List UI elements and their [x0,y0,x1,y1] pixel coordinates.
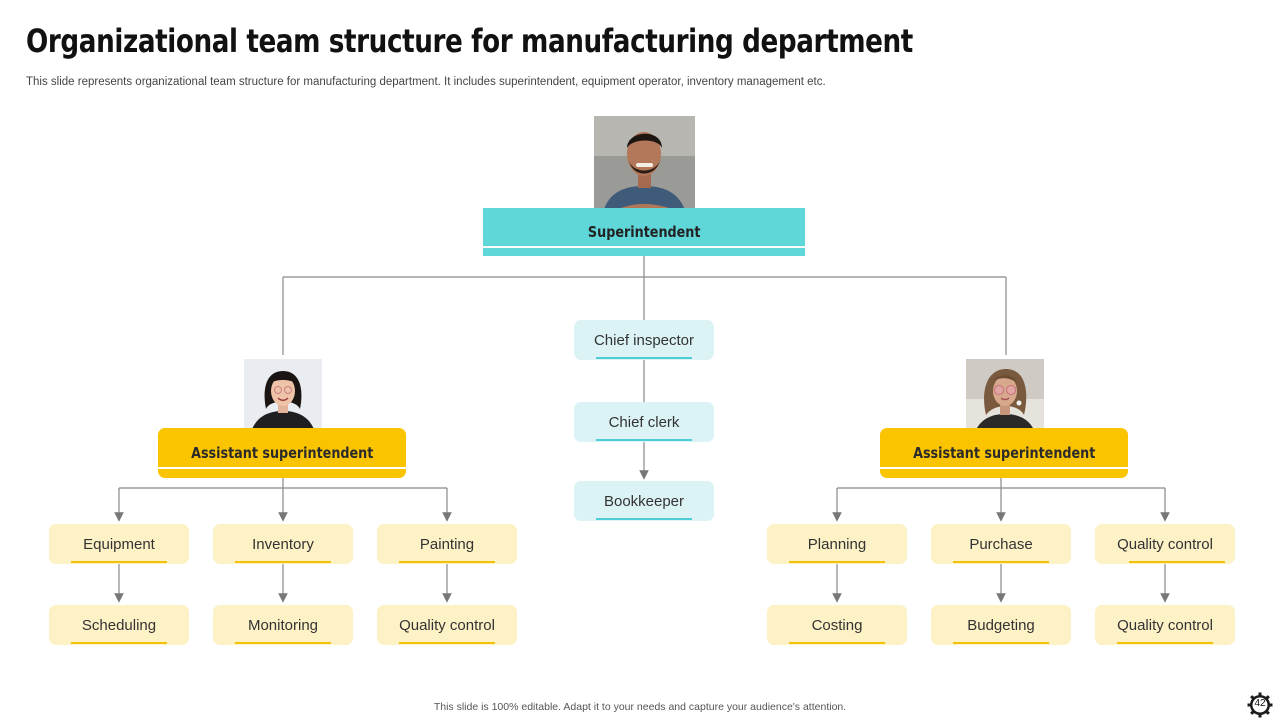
right-quality-control-underline [1129,561,1225,563]
costing-node: Costing [767,605,907,645]
monitoring-node: Monitoring [213,605,353,645]
equipment-underline [71,561,167,563]
left-assistant-superintendent-box: Assistant superintendent [158,428,406,478]
left-assistant-photo [244,359,322,436]
chief-clerk-underline [596,439,692,441]
painting-underline [399,561,495,563]
superintendent-label: Superintendent [587,223,701,241]
budgeting-node: Budgeting [931,605,1071,645]
purchase-underline [953,561,1049,563]
inventory-underline [235,561,331,563]
page-number-badge: 42 [1247,692,1273,718]
left-assistant-underline [158,467,406,469]
superintendent-photo [594,116,695,217]
costing-underline [789,642,885,644]
right-assistant-underline [880,467,1128,469]
bookkeeper-node: Bookkeeper [574,481,714,521]
chief-inspector-node: Chief inspector [574,320,714,360]
bookkeeper-underline [596,518,692,520]
monitoring-underline [235,642,331,644]
footer-note: This slide is 100% editable. Adapt it to… [433,701,847,713]
right-quality-control-2-underline [1117,642,1213,644]
page-number: 42 [1254,698,1266,709]
left-assistant-label: Assistant superintendent [190,444,374,462]
painting-node: Painting [377,524,517,564]
right-assistant-photo [966,359,1044,436]
chief-clerk-node: Chief clerk [574,402,714,442]
equipment-node: Equipment [49,524,189,564]
planning-node: Planning [767,524,907,564]
purchase-node: Purchase [931,524,1071,564]
inventory-node: Inventory [213,524,353,564]
right-quality-control-node: Quality control [1095,524,1235,564]
superintendent-underline [483,246,805,248]
right-assistant-label: Assistant superintendent [912,444,1096,462]
left-quality-control-node: Quality control [377,605,517,645]
left-quality-control-underline [399,642,495,644]
superintendent-box: Superintendent [483,208,805,256]
right-quality-control-2-node: Quality control [1095,605,1235,645]
gear-icon [1247,692,1273,718]
page-title: Organizational team structure for manufa… [26,22,913,60]
scheduling-underline [71,642,167,644]
chief-inspector-underline [596,357,692,359]
scheduling-node: Scheduling [49,605,189,645]
page-subtitle: This slide represents organizational tea… [26,76,826,88]
planning-underline [789,561,885,563]
budgeting-underline [953,642,1049,644]
right-assistant-superintendent-box: Assistant superintendent [880,428,1128,478]
